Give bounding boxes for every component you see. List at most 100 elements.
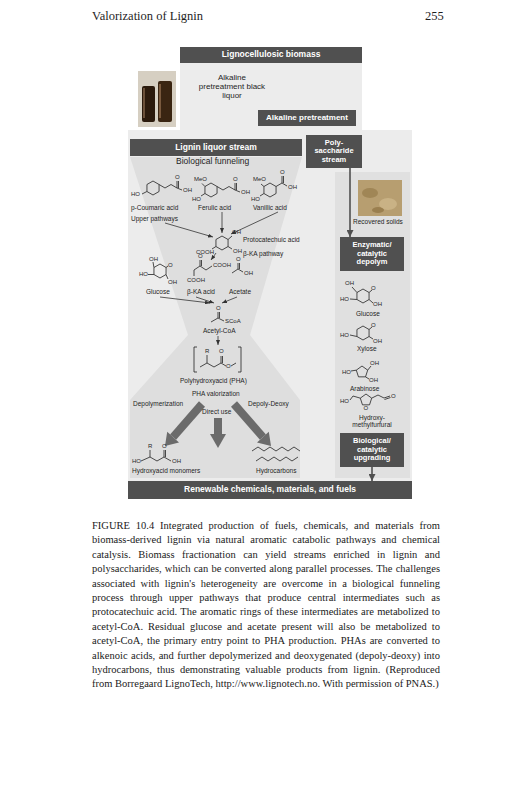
atom-label: O: [364, 405, 369, 411]
text-label: Biological funneling: [176, 157, 249, 166]
chemical-structure: [141, 450, 171, 461]
text-label: p-Coumaric acid: [131, 205, 178, 212]
atom-label: HO: [131, 191, 140, 197]
atom-label: HO: [139, 271, 148, 277]
atom-label: SCoA: [225, 318, 241, 324]
text-label: Ferulic acid: [198, 205, 231, 212]
chemical-structure: [205, 183, 217, 197]
reaction-arrow: [222, 212, 223, 233]
chemical-structure: [201, 183, 240, 196]
box-text: Biological/ catalytic upgrading: [342, 437, 402, 462]
chemical-structure: [154, 264, 166, 278]
atom-label: OH: [149, 256, 158, 262]
reaction-arrow: [196, 297, 214, 303]
atom-label: OH: [168, 279, 177, 285]
background-panel: [335, 172, 410, 478]
atom-label: O: [219, 348, 224, 354]
atom-label: OH: [288, 184, 297, 190]
atom-label: O: [198, 253, 203, 259]
atom-label: HO: [132, 458, 141, 464]
chemical-structure: [357, 326, 369, 340]
box-text: Lignocellulosic biomass: [222, 50, 321, 60]
text-label: Acetate: [229, 289, 251, 296]
atom-label: OH: [373, 338, 382, 344]
recovered-solids-photo: [358, 180, 402, 216]
text-label: β-KA acid: [187, 289, 215, 296]
text-label: Depolymerization: [133, 401, 183, 408]
atom-label: O: [162, 443, 167, 449]
atom-label: MeO: [194, 176, 207, 182]
atom-label: OH: [183, 187, 192, 193]
chemical-structure: [350, 395, 391, 400]
connector-arrow: [371, 467, 373, 481]
chemical-structure: [357, 289, 369, 303]
chemical-structure: [232, 263, 243, 273]
reaction-arrow: [218, 336, 219, 345]
background-panel: [128, 63, 412, 481]
atom-label: O: [216, 305, 221, 311]
running-header: Valorization of Lignin: [92, 10, 203, 23]
text-label: Vanillic acid: [253, 205, 287, 212]
black-liquor-photo: [159, 84, 161, 118]
connector-arrow: [349, 168, 351, 237]
recovered-solids-photo: [372, 207, 384, 213]
chemical-structure: [252, 447, 300, 451]
atom-label: O: [371, 322, 376, 328]
atom-label: HO: [340, 332, 349, 338]
chemical-structure: [148, 262, 168, 279]
atom-label: HO: [251, 196, 260, 202]
atom-label: O: [175, 174, 180, 180]
atom-label: OH: [241, 189, 250, 195]
atom-label: MeO: [253, 176, 266, 182]
recovered-solids-photo: [358, 180, 402, 216]
chemical-structure: [264, 183, 276, 197]
atom-label: OH: [172, 458, 181, 464]
band-box: Renewable chemicals, materials, and fuel…: [128, 481, 412, 499]
atom-label: O: [168, 262, 173, 268]
background-panel: [128, 63, 412, 481]
chemical-structure: [360, 394, 371, 405]
chemical-structure: [194, 260, 212, 276]
chemical-structure: [256, 457, 298, 461]
process-arrow: [165, 404, 271, 448]
reaction-arrow: [165, 223, 213, 237]
process-arrow: [210, 434, 226, 448]
black-liquor-photo: [158, 81, 172, 122]
process-arrow: [257, 432, 271, 446]
atom-label: HO: [340, 296, 349, 302]
process-arrow: [214, 418, 222, 435]
text-label: Depoly-Deoxy: [248, 401, 289, 408]
running-header: 255: [425, 10, 444, 23]
text-label: Glucose: [146, 289, 170, 296]
chemical-structure: [194, 347, 241, 372]
atom-label: O: [226, 363, 231, 369]
black-liquor-photo: [142, 86, 155, 122]
black-liquor-photo: [138, 71, 176, 127]
atom-label: O: [391, 393, 396, 399]
text-label: Polyhydroxyacid (PHA): [180, 378, 247, 385]
atom-label: O: [280, 169, 285, 175]
box-text: Renewable chemicals, materials, and fuel…: [184, 485, 356, 495]
text-label: β-KA pathway: [243, 251, 283, 258]
text-label: Hydroxy-methylfurfural: [346, 414, 398, 429]
text-label: Hydroxyacid monomers: [132, 468, 200, 475]
atom-label: OH: [244, 270, 253, 276]
reaction-arrow: [222, 297, 237, 303]
atom-label: COOH: [187, 277, 205, 283]
atom-label: R: [205, 348, 209, 354]
recovered-solids-photo: [362, 188, 378, 198]
process-arrow: [234, 404, 263, 437]
chemical-structure: [351, 366, 371, 379]
atom-label: OH: [373, 301, 382, 307]
chemical-structure: [350, 327, 373, 339]
text-label: Glucose: [356, 311, 380, 318]
chemical-structure: [356, 366, 367, 377]
text-label: Direct use: [202, 409, 231, 416]
band-box: Biological/ catalytic upgrading: [340, 433, 404, 467]
text-label: Xylose: [357, 346, 377, 353]
atom-label: HO: [192, 196, 201, 202]
box-text: Alkaline pretreatment: [266, 114, 348, 123]
black-liquor-photo: [143, 88, 145, 118]
chemical-structure: [216, 236, 228, 250]
chemical-structure: [142, 181, 182, 194]
